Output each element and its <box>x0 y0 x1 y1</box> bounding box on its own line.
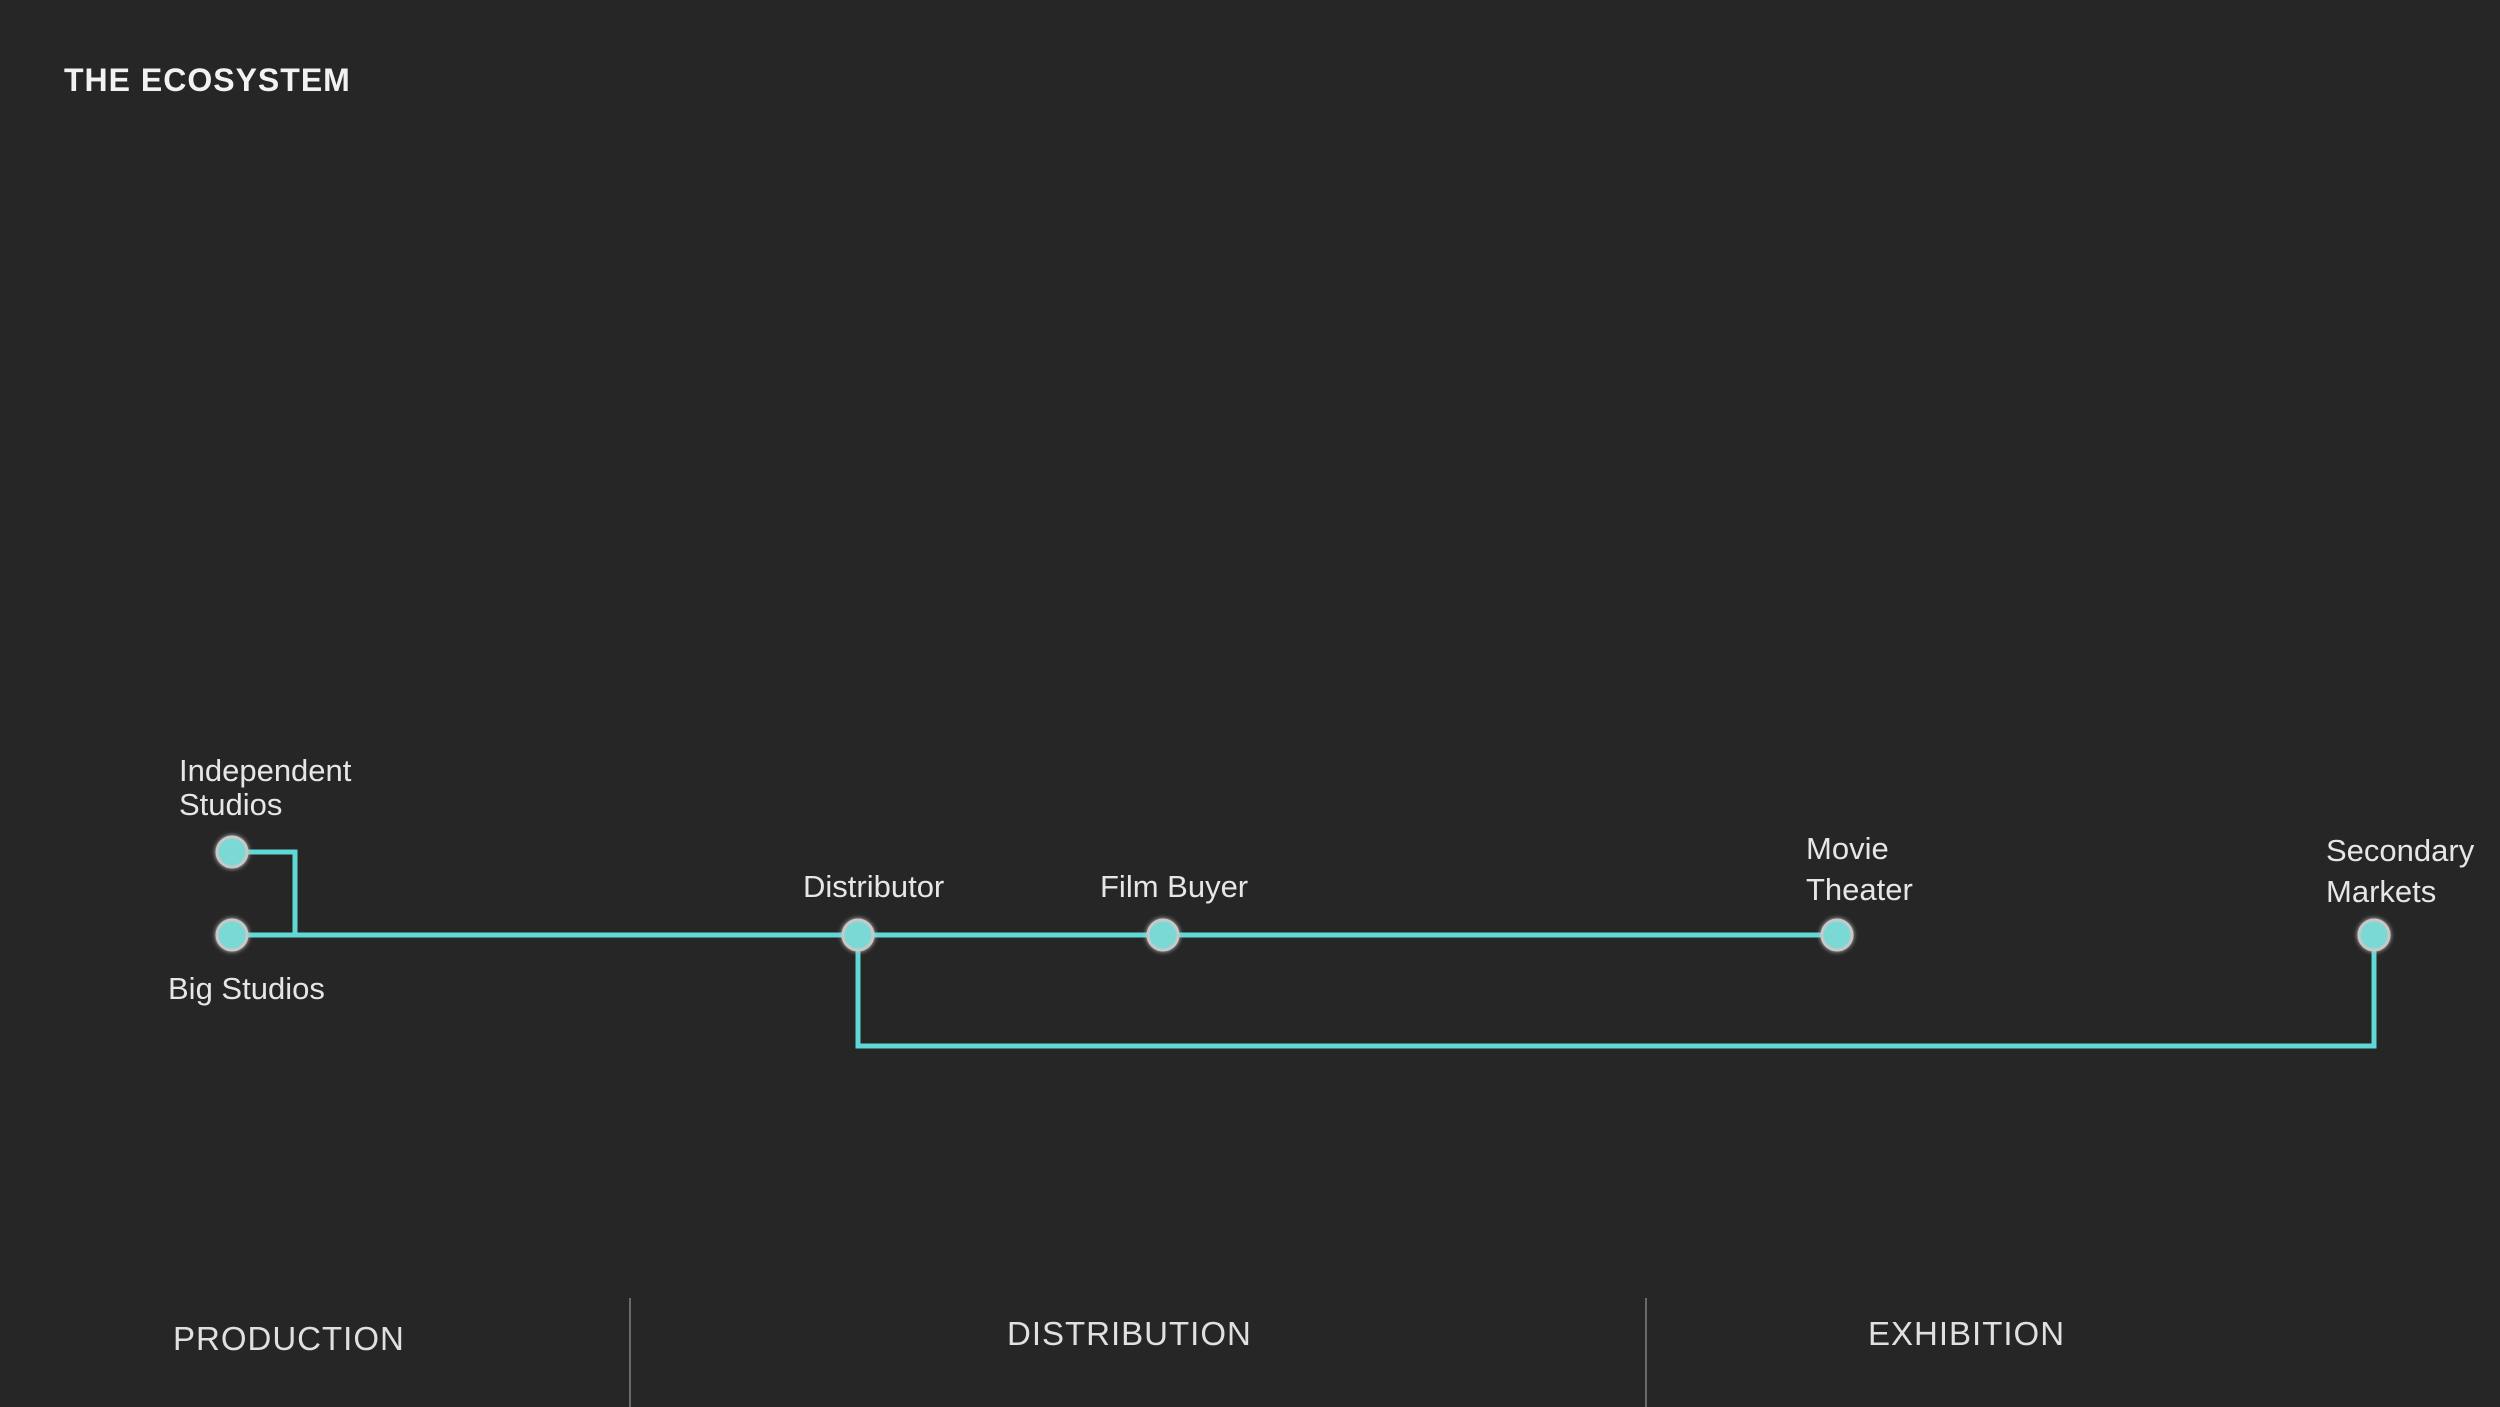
node-secondary-markets[interactable] <box>2357 918 2391 952</box>
node-movie-theater[interactable] <box>1820 918 1854 952</box>
node-film-buyer[interactable] <box>1146 918 1180 952</box>
section-exhibition-label: EXHIBITION <box>1868 1315 2066 1352</box>
node-independent-studios[interactable] <box>215 835 249 869</box>
section-divider-1 <box>629 1298 631 1407</box>
node-distributor[interactable] <box>841 918 875 952</box>
label-secondary-markets: Secondary Markets <box>2326 833 2475 909</box>
label-big-studios: Big Studios <box>168 971 325 1006</box>
connector-independent-to-main <box>232 849 298 935</box>
node-markers <box>215 835 2391 952</box>
node-big-studios[interactable] <box>215 918 249 952</box>
section-production-label: PRODUCTION <box>173 1320 405 1357</box>
section-divider-2 <box>1645 1298 1647 1407</box>
section-distribution-label: DISTRIBUTION <box>1007 1315 1252 1352</box>
connector-lines <box>232 849 2377 1049</box>
label-independent-studios: Independent Studios <box>179 753 352 822</box>
label-movie-theater: Movie Theater <box>1806 831 1913 907</box>
label-distributor: Distributor <box>803 869 945 904</box>
label-film-buyer: Film Buyer <box>1100 869 1249 904</box>
connector-distributor-to-secondary <box>855 935 2377 1049</box>
page-title: THE ECOSYSTEM <box>64 62 351 98</box>
